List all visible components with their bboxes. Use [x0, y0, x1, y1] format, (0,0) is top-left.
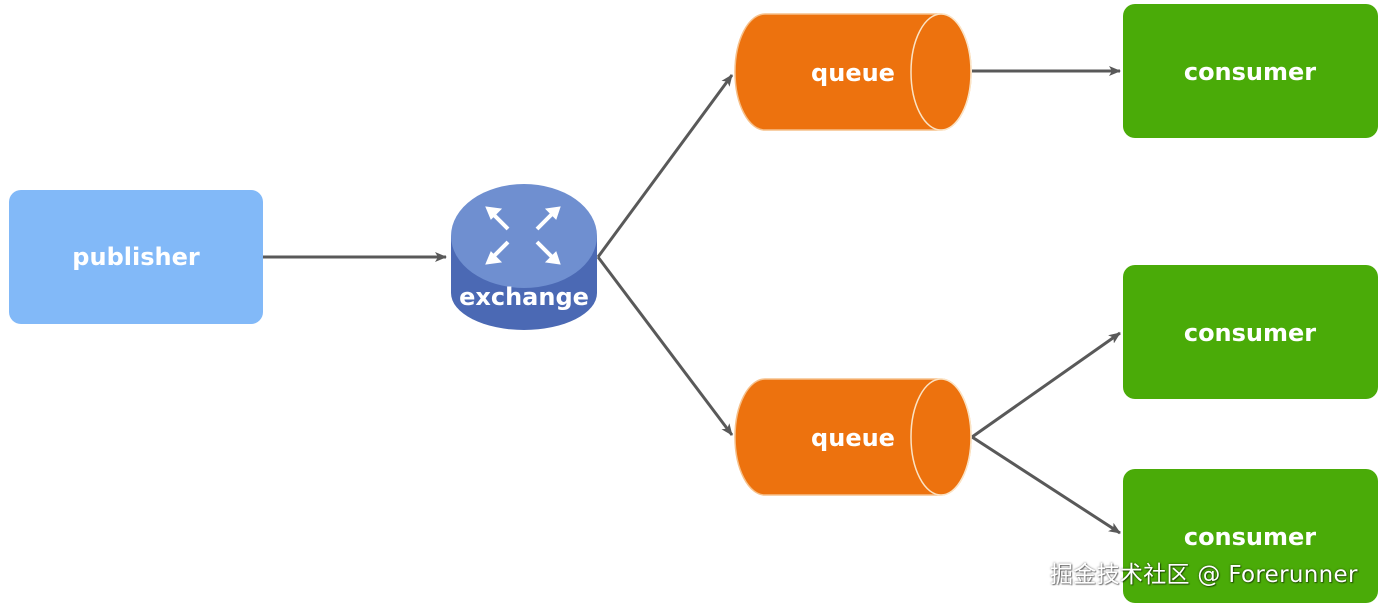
consumer-2-node: consumer [1123, 265, 1378, 399]
consumer-3-label: consumer [1184, 523, 1316, 551]
arrow-queue-bottom-to-consumer-2 [971, 331, 1121, 439]
arrow-exchange-to-queue-bottom [596, 256, 734, 436]
queue-top-label: queue [811, 59, 895, 87]
consumer-2-box [1123, 265, 1378, 399]
exchange-node: exchange [451, 184, 597, 330]
publisher-node: publisher [9, 190, 263, 324]
consumer-2-label: consumer [1184, 319, 1316, 347]
queue-top-node: queue [734, 13, 972, 131]
queue-bottom-node: queue [734, 378, 972, 496]
consumer-1-node: consumer [1123, 4, 1378, 138]
publisher-box [9, 190, 263, 324]
exchange-top [451, 184, 597, 288]
consumer-3-node: consumer [1123, 469, 1378, 603]
connectors [263, 66, 1121, 535]
queue-top-end [910, 13, 972, 131]
consumer-1-label: consumer [1184, 58, 1316, 86]
consumer-1-box [1123, 4, 1378, 138]
exchange-arrows-icon [485, 206, 561, 265]
arrow-exchange-to-queue-top [596, 74, 734, 258]
arrow-queue-bottom-to-consumer-3 [971, 435, 1121, 535]
queue-bottom-end [910, 378, 972, 496]
consumer-3-box [1123, 469, 1378, 603]
queue-bottom-label: queue [811, 424, 895, 452]
exchange-label: exchange [459, 283, 589, 311]
watermark: 掘金技术社区 @ Forerunner [1050, 562, 1358, 588]
publisher-label: publisher [72, 243, 200, 271]
